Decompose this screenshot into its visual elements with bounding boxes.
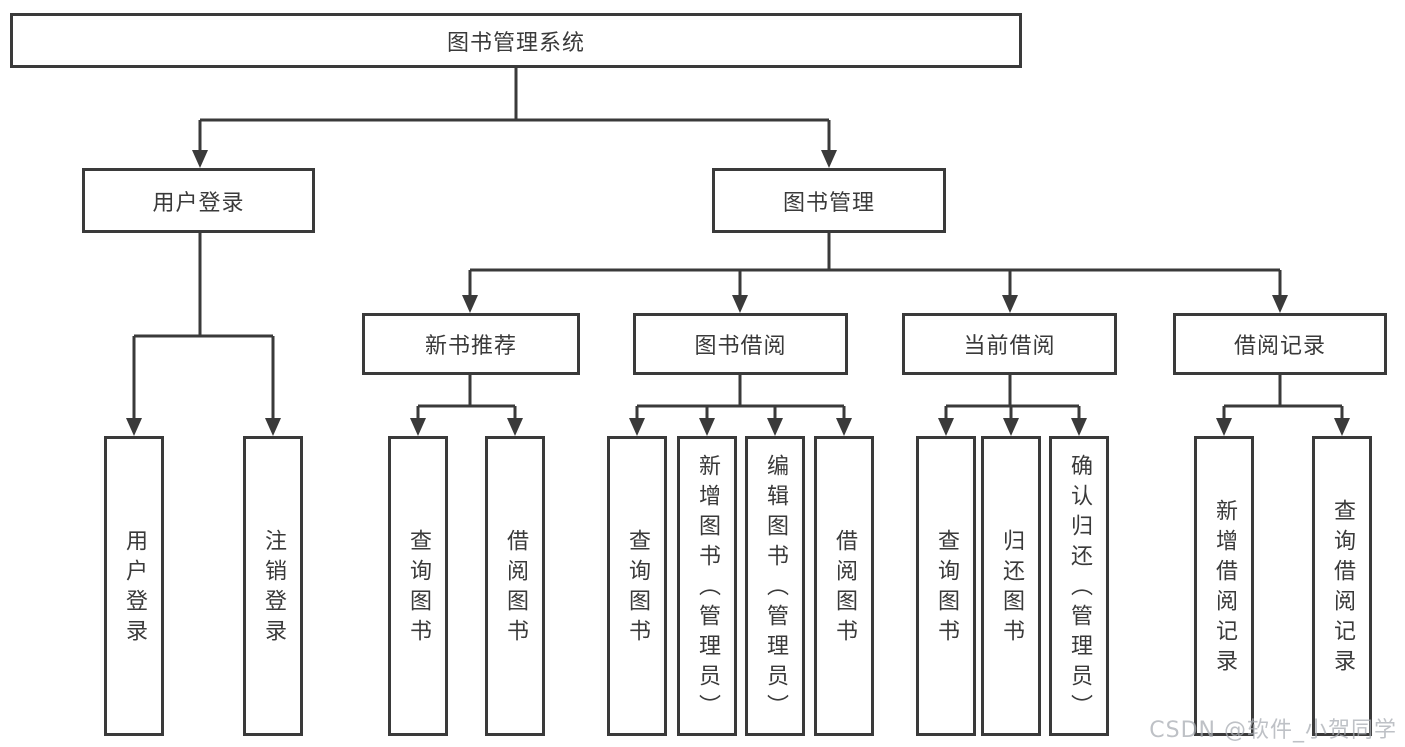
leaf-confirm-return-admin: 确认归还（管理员）	[1049, 436, 1109, 736]
leaf-query-borrow-record: 查询借阅记录	[1312, 436, 1372, 736]
node-root: 图书管理系统	[10, 13, 1022, 68]
node-book-borrow: 图书借阅	[633, 313, 848, 375]
csdn-watermark: CSDN @软件_小贺同学	[1149, 718, 1397, 743]
node-book-management: 图书管理	[712, 168, 946, 233]
node-user-login: 用户登录	[82, 168, 315, 233]
node-borrow-records: 借阅记录	[1173, 313, 1387, 375]
leaf-query-books-2: 查询图书	[607, 436, 667, 736]
leaf-borrow-books-2: 借阅图书	[814, 436, 874, 736]
connector-currentborrow-to-leaves	[938, 375, 1087, 436]
node-current-borrow: 当前借阅	[902, 313, 1117, 375]
leaf-user-login: 用户登录	[104, 436, 164, 736]
connector-root-to-level2	[192, 68, 837, 168]
connector-userlogin-to-leaves	[126, 233, 281, 436]
leaf-query-books-1: 查询图书	[388, 436, 448, 736]
node-new-book-recommend: 新书推荐	[362, 313, 580, 375]
leaf-add-borrow-record: 新增借阅记录	[1194, 436, 1254, 736]
connector-newbook-to-leaves	[410, 375, 523, 436]
leaf-borrow-books-1: 借阅图书	[485, 436, 545, 736]
connector-bookmgmt-to-level3	[462, 233, 1288, 313]
leaf-query-books-3: 查询图书	[916, 436, 976, 736]
leaf-edit-book-admin: 编辑图书（管理员）	[745, 436, 805, 736]
leaf-logout: 注销登录	[243, 436, 303, 736]
leaf-add-book-admin: 新增图书（管理员）	[677, 436, 737, 736]
connector-records-to-leaves	[1216, 375, 1350, 436]
leaf-return-books: 归还图书	[981, 436, 1041, 736]
connector-bookborrow-to-leaves	[629, 375, 852, 436]
